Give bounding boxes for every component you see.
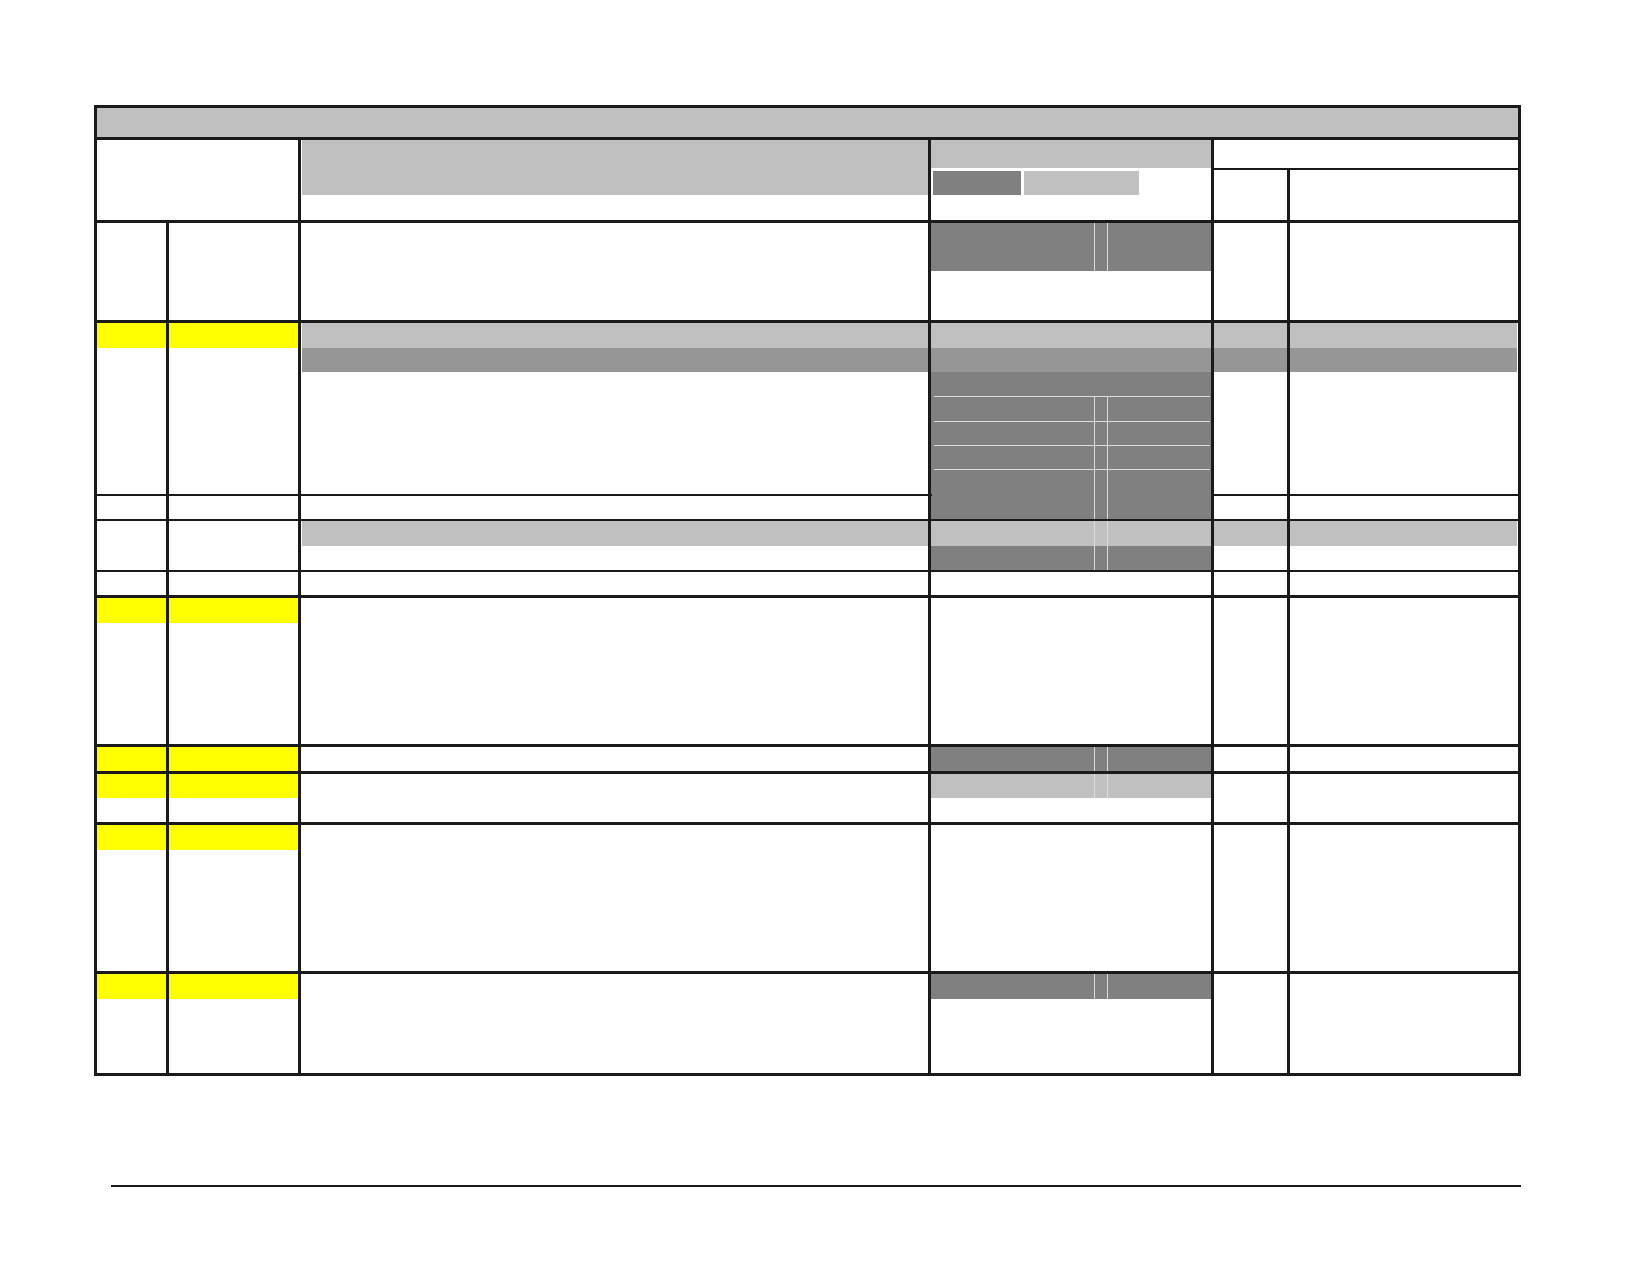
highlight-cell <box>96 974 298 999</box>
highlight-cell <box>96 598 298 623</box>
inner-gridline <box>934 469 1210 470</box>
row-rule <box>94 744 1521 747</box>
row-rule <box>94 494 932 496</box>
value-cell-block-5 <box>931 774 1214 798</box>
row-rule <box>94 971 1521 974</box>
row-rule <box>94 595 1521 598</box>
col-rule <box>166 220 169 1076</box>
row-rule <box>94 220 1521 223</box>
value-cell-block-3 <box>931 546 1214 570</box>
inner-gridline <box>1107 223 1108 271</box>
value-cell-block-1 <box>931 223 1214 271</box>
header-block-left <box>302 140 928 195</box>
inner-gridline <box>934 421 1210 422</box>
inner-gridline <box>1107 974 1108 999</box>
highlight-cell <box>96 825 298 850</box>
row-rule <box>1214 168 1521 170</box>
row-rule <box>94 320 1521 323</box>
header-swatch-light <box>1024 171 1139 195</box>
border-right <box>1518 105 1521 1076</box>
header-block-mid <box>931 140 1214 168</box>
inner-gridline <box>934 445 1210 446</box>
col-rule <box>928 137 931 1076</box>
highlight-cell <box>96 774 298 798</box>
value-cell-block-4 <box>931 747 1214 772</box>
inner-gridline <box>1094 974 1095 999</box>
highlight-cell <box>96 323 298 348</box>
inner-gridline <box>1094 396 1095 570</box>
border-bottom <box>94 1073 1521 1076</box>
row-rule <box>94 570 1521 572</box>
row-rule <box>1214 494 1521 496</box>
title-band <box>96 107 1519 138</box>
header-swatch-dark <box>933 171 1021 195</box>
border-top <box>94 105 1521 108</box>
row-rule <box>94 771 1521 774</box>
value-cell-block-2 <box>931 372 1214 520</box>
col-rule <box>1211 137 1214 1076</box>
border-left <box>94 105 97 1076</box>
section-band-gray-2 <box>302 521 1517 546</box>
row-rule <box>94 519 1521 521</box>
section-band-gray <box>302 323 1517 348</box>
col-rule <box>1287 168 1290 1076</box>
col-rule <box>298 137 301 1076</box>
highlight-cell <box>96 747 298 772</box>
row-rule <box>94 137 1521 140</box>
row-rule <box>94 822 1521 825</box>
footer-rule <box>111 1185 1521 1187</box>
inner-gridline <box>1107 396 1108 570</box>
value-cell-block-6 <box>931 974 1214 999</box>
inner-gridline <box>934 396 1210 397</box>
inner-gridline <box>1094 223 1095 271</box>
section-band-dark <box>302 348 1517 372</box>
